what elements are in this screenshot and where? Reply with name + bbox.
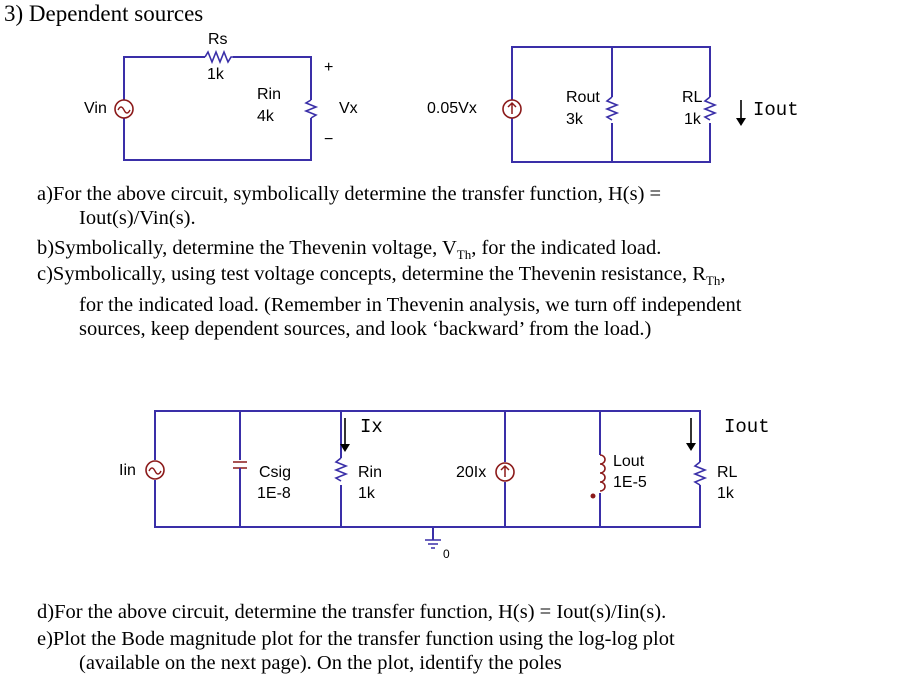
arrowhead-icon <box>736 118 746 126</box>
rl-resistor-icon <box>702 96 718 121</box>
wire-c3-bottom <box>154 480 505 528</box>
rin-name-label: Rin <box>257 86 282 103</box>
rl2-resistor-icon <box>692 461 708 486</box>
rin2-name-label: Rin <box>358 464 383 481</box>
wire-c4 <box>505 410 701 528</box>
wire-c3-top <box>154 410 505 460</box>
rs-resistor-icon <box>204 49 234 65</box>
iout-label: Iout <box>753 99 799 121</box>
question-c-line2: for the indicated load. (Remember in The… <box>79 294 742 317</box>
arrowhead-icon <box>686 443 696 451</box>
rs-value-label: 1k <box>207 66 224 83</box>
polarity-dot-icon <box>590 493 596 499</box>
rl-name-label: RL <box>682 89 703 106</box>
rl-value-label: 1k <box>684 111 701 128</box>
question-e-line1: e)Plot the Bode magnitude plot for the t… <box>37 628 675 650</box>
sine-icon <box>148 467 162 475</box>
arrowhead-icon <box>340 444 350 452</box>
sine-icon <box>117 106 131 114</box>
question-c: c)Symbolically, using test voltage conce… <box>37 262 889 341</box>
ground-label: 0 <box>443 547 450 561</box>
rs-name-label: Rs <box>208 31 228 48</box>
dependent-source-label: 0.05Vx <box>427 100 477 117</box>
wire-c1-bottom-left <box>123 118 312 161</box>
rin-resistor-icon <box>303 99 319 119</box>
lout-name-label: Lout <box>613 453 645 470</box>
wire-c1-top-left <box>123 56 205 108</box>
vx-label: Vx <box>339 100 358 117</box>
rl2-value-label: 1k <box>717 485 734 502</box>
subscript-th: Th <box>456 247 472 263</box>
iin-label: Iin <box>119 462 136 479</box>
vx-plus-label: + <box>324 59 334 76</box>
arrow-up-icon <box>500 464 510 477</box>
question-e-line2: (available on the next page). On the plo… <box>79 652 562 674</box>
question-b: b)Symbolically, determine the Thevenin v… <box>37 236 889 267</box>
question-a-line1: a)For the above circuit, symbolically de… <box>37 183 662 205</box>
lout-value-label: 1E-5 <box>613 474 647 491</box>
rout-name-label: Rout <box>566 89 600 106</box>
inductor-icon <box>599 454 606 492</box>
csig-name-label: Csig <box>259 464 292 481</box>
dependent-source2-label: 20Ix <box>456 464 487 481</box>
question-b-text: b)Symbolically, determine the Thevenin v… <box>37 237 457 259</box>
iout2-label: Iout <box>724 416 770 438</box>
question-a-line2: Iout(s)/Vin(s). <box>79 207 196 229</box>
question-c-line3: sources, keep dependent sources, and loo… <box>79 318 652 341</box>
rl2-name-label: RL <box>717 464 738 481</box>
question-d-line1: d)For the above circuit, determine the t… <box>37 601 667 623</box>
ix-label: Ix <box>360 416 383 438</box>
csig-value-label: 1E-8 <box>257 485 291 502</box>
wire-c1-top-right <box>233 56 312 100</box>
rout-value-label: 3k <box>566 111 583 128</box>
question-b-text-end: , for the indicated load. <box>471 237 662 259</box>
arrow-up-icon <box>507 101 517 114</box>
vx-minus-label: − <box>324 131 334 148</box>
rin2-value-label: 1k <box>358 485 375 502</box>
question-d: d)For the above circuit, determine the t… <box>37 600 889 624</box>
rin-value-label: 4k <box>257 108 274 125</box>
rin2-resistor-icon <box>333 457 349 482</box>
question-e: e)Plot the Bode magnitude plot for the t… <box>37 627 889 675</box>
ground-icon <box>425 539 441 549</box>
rout-resistor-icon <box>604 96 620 121</box>
question-a: a)For the above circuit, symbolically de… <box>37 182 889 230</box>
question-c-text: c)Symbolically, using test voltage conce… <box>37 263 706 285</box>
section-title: 3) Dependent sources <box>4 1 204 26</box>
vin-label: Vin <box>84 100 107 117</box>
subscript-th: Th <box>705 273 721 289</box>
capacitor-icon <box>233 461 247 469</box>
question-c-text-end: , <box>720 263 726 285</box>
